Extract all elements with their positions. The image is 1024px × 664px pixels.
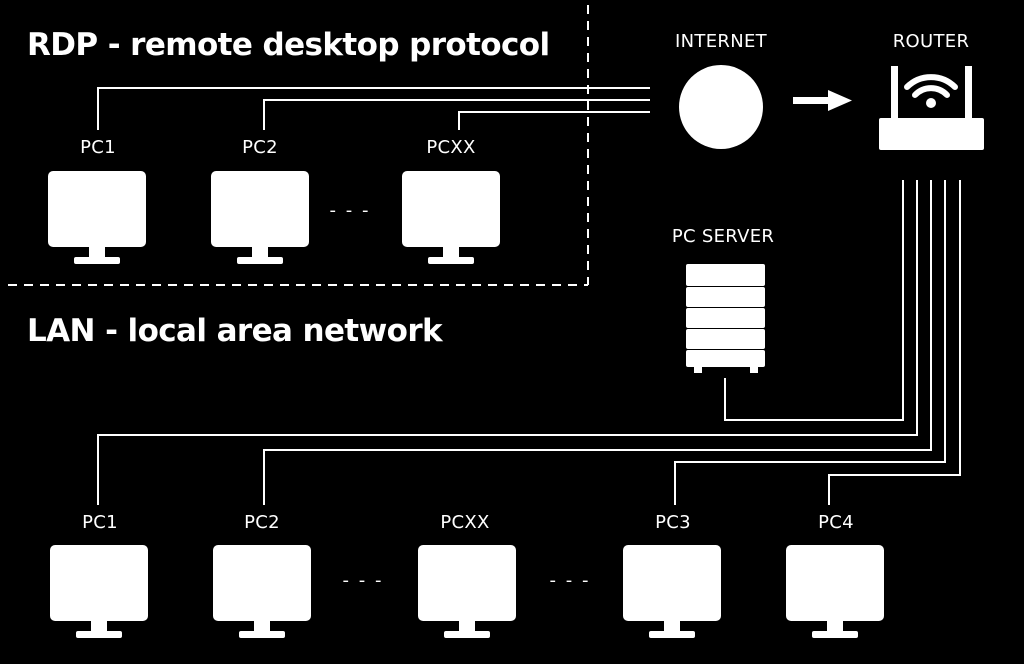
- connection-lines: [97, 87, 961, 505]
- rdp-title: RDP - remote desktop protocol: [27, 27, 550, 63]
- lan-pc-label: PC2: [244, 512, 280, 533]
- monitor-icon: [211, 171, 309, 264]
- lan-pc-label: PC1: [82, 512, 118, 533]
- monitor-icon: [418, 545, 516, 638]
- rdp-ellipsis: - - -: [329, 200, 371, 221]
- monitor-icon: [50, 545, 148, 638]
- wifi-icon: [904, 74, 958, 98]
- lan-ellipsis: - - -: [342, 570, 384, 591]
- server-label: PC SERVER: [671, 226, 775, 247]
- rdp-pc-label: PCXX: [426, 137, 476, 158]
- monitor-icon: [623, 545, 721, 638]
- rdp-boundary: [8, 5, 589, 286]
- router-icon: [879, 66, 984, 150]
- lan-pc-label: PC3: [655, 512, 691, 533]
- internet-label: INTERNET: [675, 31, 767, 52]
- monitor-icon: [48, 171, 146, 264]
- lan-title: LAN - local area network: [27, 313, 443, 349]
- rdp-pc-label: PC1: [80, 137, 116, 158]
- rdp-pc-label: PC2: [242, 137, 278, 158]
- globe-icon: [679, 65, 763, 149]
- monitor-icon: [402, 171, 500, 264]
- monitor-icon: [786, 545, 884, 638]
- monitor-icon: [213, 545, 311, 638]
- router-label: ROUTER: [892, 31, 970, 52]
- lan-ellipsis: - - -: [549, 570, 591, 591]
- lan-pc-label: PCXX: [440, 512, 490, 533]
- server-icon: [686, 264, 765, 373]
- arrow-right-icon: [793, 90, 852, 111]
- lan-pc-label: PC4: [818, 512, 854, 533]
